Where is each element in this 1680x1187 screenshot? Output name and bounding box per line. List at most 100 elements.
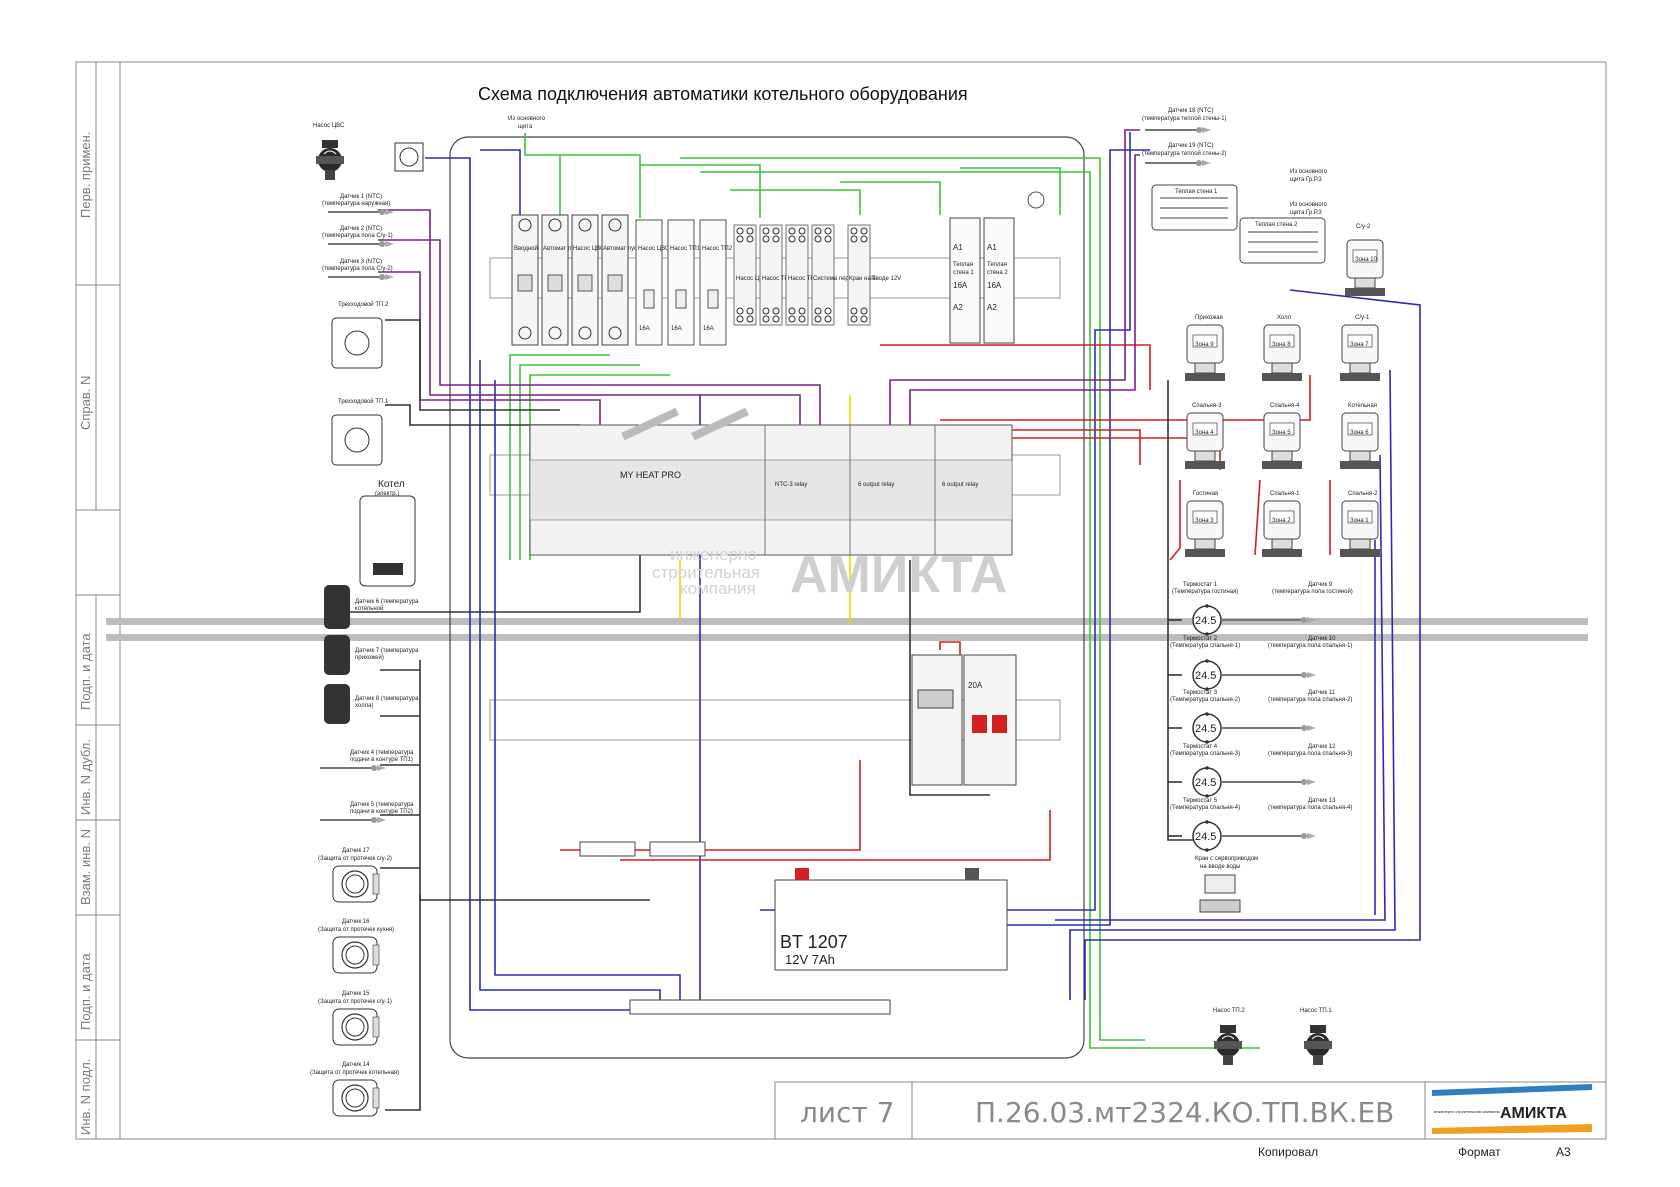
- zone-label: Зона 7: [1350, 342, 1369, 348]
- thermostat-label: (Температура спальня-4): [1170, 805, 1240, 811]
- logo-tagline: инженерно строительная компания: [1434, 1109, 1500, 1114]
- floor-sensor-label: Датчик 9: [1308, 582, 1333, 588]
- wall-from-label: щита Гр.Р.3: [1290, 210, 1322, 216]
- thermostat-value: 24.5: [1195, 831, 1216, 843]
- rcd-label: Насос ЦВС: [638, 246, 670, 252]
- valve-inlet-label: на вводе воды: [1200, 864, 1240, 870]
- wall-from-label: щита Гр.Р.3: [1290, 177, 1322, 183]
- sensor-label: Датчик 2 (NTC): [340, 226, 382, 232]
- sensor-label: Датчик 6 (температура: [355, 599, 419, 605]
- zone-room-label: Спальня-3: [1192, 403, 1222, 409]
- floor-sensor-label: (температура пола спальня-2): [1268, 697, 1352, 703]
- boiler-label: (электр.): [375, 491, 399, 497]
- zone-room-label: С/у-1: [1355, 315, 1370, 321]
- sensor-label: Датчик 8 (температура: [355, 696, 419, 702]
- format-value: А3: [1556, 1145, 1571, 1159]
- relay-label: Система перезап ИБП: [813, 276, 876, 282]
- zone-label: Зона 3: [1195, 518, 1214, 524]
- leak-label: Датчик 17: [342, 848, 370, 854]
- right-column: Датчик 18 (NTC) (температура теплой стен…: [1142, 108, 1386, 1066]
- sensor-label: холла): [355, 703, 373, 709]
- watermark-name: АМИКТА: [790, 546, 1007, 604]
- battery-model: BT 1207: [780, 932, 848, 952]
- thermostat-label: Термостат 5: [1183, 798, 1218, 804]
- wall-from-label: Из основного: [1290, 169, 1328, 175]
- breaker-label: Автомат пуска ТП: [603, 246, 653, 252]
- pump-label: Насос ТП.1: [1300, 1008, 1332, 1014]
- zone-room-label: Котельная: [1348, 403, 1377, 409]
- zone-room-label: Спальня-4: [1270, 403, 1300, 409]
- contactor-label: стена 2: [987, 270, 1008, 276]
- left-column: Насос ЦВС Датчик 1 (NTC) (температура на…: [310, 123, 424, 1117]
- thermostat: Термостат 4 (Температура спальня-3) Датч…: [1170, 744, 1352, 799]
- breaker-label: Автомат пуск: [543, 246, 580, 252]
- valve-label: Трехходовой ТП.2: [338, 301, 389, 308]
- contactor-a1: A1: [987, 243, 997, 252]
- sheet-label: лист 7: [800, 1096, 895, 1129]
- relay-label: Кран на вводе 12V: [849, 276, 901, 282]
- sensor-label: Датчик 3 (NTC): [340, 259, 382, 265]
- thermostat-label: Термостат 2: [1183, 636, 1218, 642]
- sensor-label: (температура пола С/у-1): [322, 233, 393, 239]
- thermostat-value: 24.5: [1195, 670, 1216, 682]
- contactor-label: Теплая: [987, 262, 1007, 268]
- page-title: Схема подключения автоматики котельного …: [478, 84, 968, 104]
- zone-label: Зона 2: [1272, 518, 1291, 524]
- zone-label: Зона 9: [1195, 342, 1214, 348]
- wall-label: Теплая стена 1: [1175, 189, 1218, 195]
- thermostat-label: (Температура гостиная): [1172, 589, 1238, 595]
- pump-label: Насос ТП.2: [1213, 1008, 1245, 1014]
- rcd-rating: 16A: [639, 326, 650, 332]
- relay-label: Насос ТП1: [762, 276, 793, 282]
- sensor-label: Датчик 4 (температура: [350, 750, 414, 756]
- thermostat: Термостат 1 (Температура гостиная) Датчи…: [1172, 582, 1353, 637]
- valve-label: Трехходовой ТП.1: [338, 398, 389, 405]
- breaker-label: Вводной: [514, 245, 538, 252]
- watermark-small: инженерно: [670, 545, 757, 564]
- zone-room-label: С/у-2: [1356, 224, 1371, 230]
- leak-label: Датчик 14: [342, 1062, 370, 1068]
- zone-label: Зона 6: [1350, 430, 1369, 436]
- zone-label: Зона 8: [1272, 342, 1291, 348]
- leak-label: (Защита от протечек с/у-2): [318, 856, 392, 862]
- thermostat-label: Термостат 1: [1183, 582, 1218, 588]
- floor-sensor-label: (температура пола гостиной): [1272, 588, 1353, 595]
- thermostat-value: 24.5: [1195, 723, 1216, 735]
- from-main-label: Из основного: [508, 116, 546, 122]
- thermostat-label: Термостат 4: [1183, 744, 1218, 750]
- floor-sensor-label: Датчик 12: [1308, 744, 1336, 750]
- floor-sensor-label: (температура пола спальня-3): [1268, 751, 1352, 757]
- rcd-label: Насос ТП2: [702, 246, 733, 252]
- contactor-a2: A2: [987, 303, 997, 312]
- wall-from-label: Из основного: [1290, 202, 1328, 208]
- sensor-label: Датчик 18 (NTC): [1168, 108, 1213, 114]
- sensor-label: Датчик 7 (температура: [355, 648, 419, 654]
- logo-name: АМИКТА: [1500, 1105, 1567, 1122]
- watermark-small: компания: [680, 579, 756, 598]
- psu-rating: 20A: [968, 681, 983, 690]
- zone-room-label: Спальня-2: [1348, 491, 1378, 497]
- title-block: лист 7 П.26.03.мт2324.КО.ТП.ВК.ЕВ инжене…: [774, 1081, 1607, 1159]
- floor-sensor-label: Датчик 13: [1308, 798, 1336, 804]
- sensor-label: (температура теплой стены-2): [1142, 150, 1227, 157]
- leak-label: Датчик 15: [342, 991, 370, 997]
- floor-sensor-label: Датчик 10: [1308, 636, 1336, 642]
- watermark-small: строительная: [652, 563, 760, 582]
- breaker-label: Насос ЦВС: [573, 246, 605, 252]
- sensor-label: Датчик 19 (NTC): [1168, 143, 1213, 149]
- contactor-a1: A1: [953, 243, 963, 252]
- relay-label: Насос ТП2: [788, 276, 819, 282]
- sensor-label: Датчик 1 (NTC): [340, 194, 382, 200]
- leak-label: (Защита от протечек кухня): [318, 927, 394, 933]
- floor-sensor-label: (температура пола спальня-4): [1268, 805, 1352, 811]
- battery-spec: 12V 7Ah: [785, 952, 835, 967]
- thermostat-label: Термостат 3: [1183, 690, 1218, 696]
- thermostat: Термостат 5 (Температура спальня-4) Датч…: [1170, 798, 1352, 853]
- sensor-label: (температура наружная): [322, 201, 390, 207]
- psu-group: 20A: [911, 654, 1017, 786]
- sensor-label: подачи в контуре ТП1): [350, 757, 413, 763]
- cabinet-enclosure: [449, 136, 1085, 1059]
- thermostat-label: (Температура спальня-2): [1170, 697, 1240, 703]
- contactor-rating: 16A: [987, 281, 1002, 290]
- contactor-label: стена 1: [953, 270, 974, 276]
